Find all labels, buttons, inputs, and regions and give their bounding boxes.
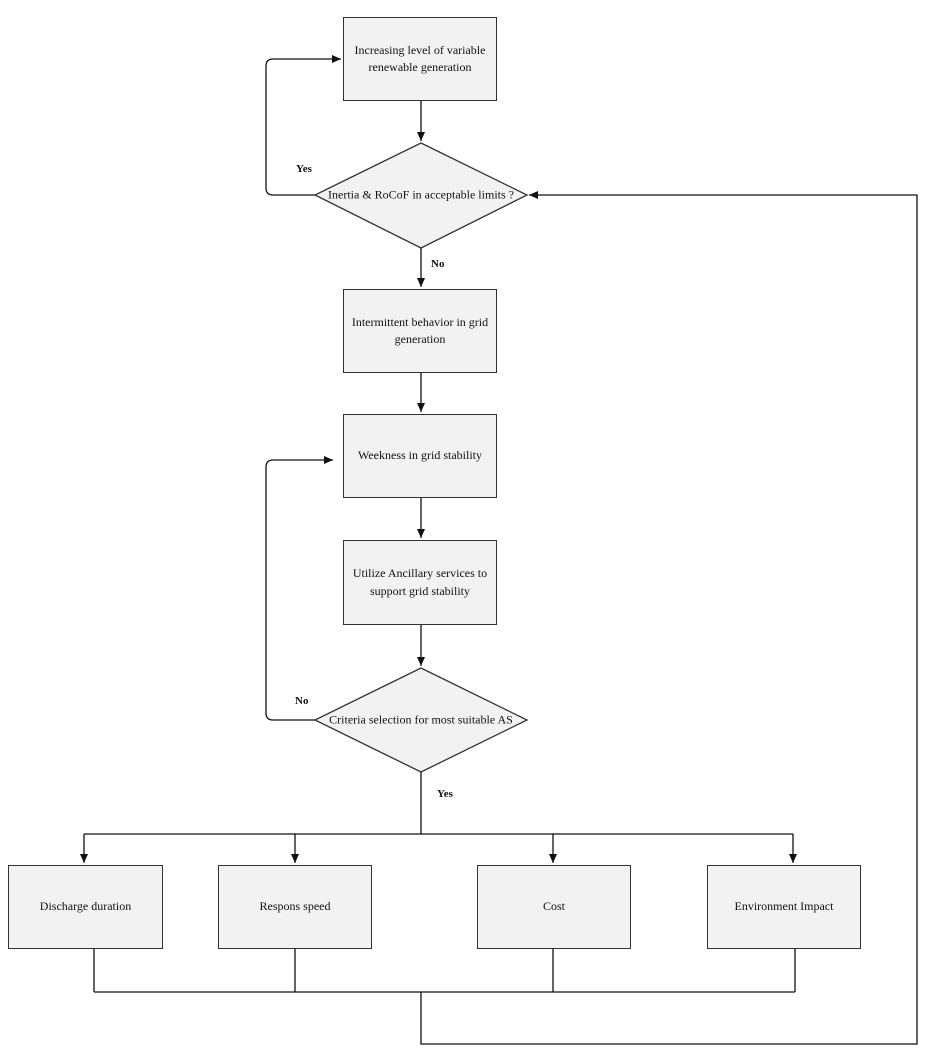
edge-label-no-criteria: No: [295, 695, 309, 707]
box-increasing-generation: Increasing level of variable renewable g…: [343, 17, 497, 101]
edge-label-yes-criteria: Yes: [437, 788, 453, 800]
box-intermittent-behavior: Intermittent behavior in grid generation: [343, 289, 497, 373]
box-discharge-duration: Discharge duration: [8, 865, 163, 949]
box-environment-impact: Environment Impact: [707, 865, 861, 949]
box-cost: Cost: [477, 865, 631, 949]
edge-label-yes-inertia: Yes: [296, 163, 312, 175]
decision-criteria-label: Criteria selection for most suitable AS: [329, 712, 513, 727]
box-response-speed: Respons speed: [218, 865, 372, 949]
decision-inertia-label: Inertia & RoCoF in acceptable limits ?: [328, 187, 514, 202]
box-utilize-ancillary-services: Utilize Ancillary services to support gr…: [343, 540, 497, 625]
edge-label-no-inertia: No: [431, 258, 445, 270]
box-weakness-grid-stability: Weekness in grid stability: [343, 414, 497, 498]
